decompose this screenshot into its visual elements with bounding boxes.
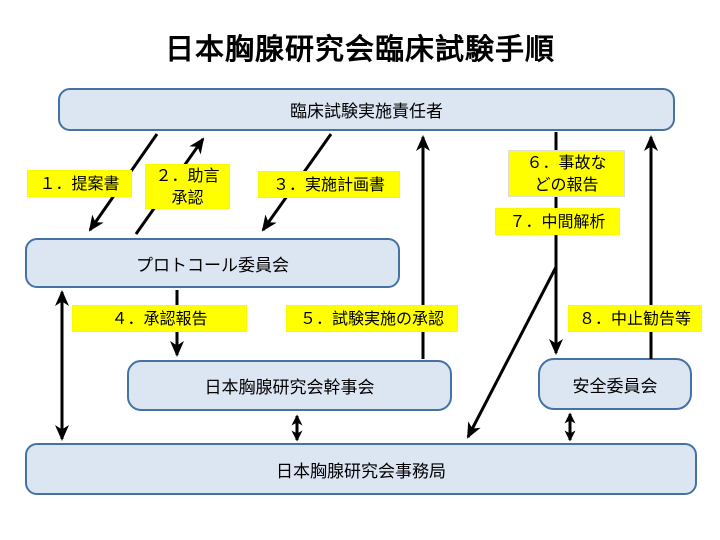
box-steering-committee: 日本胸腺研究会幹事会 <box>127 360 452 411</box>
arrow-secretariat-branch <box>466 266 558 439</box>
box-safety-committee: 安全委員会 <box>538 358 692 410</box>
flow-label-step4: ４．承認報告 <box>72 305 247 332</box>
flow-label-step8: ８．中止勧告等 <box>568 305 702 332</box>
flow-label-step7: ７．中間解析 <box>495 208 620 235</box>
box-principal-investigator: 臨床試験実施責任者 <box>58 88 675 131</box>
flow-label-step5: ５．試験実施の承認 <box>286 305 458 332</box>
flow-label-step6: ６．事故な どの報告 <box>508 150 625 197</box>
flow-label-step3: ３．実施計画書 <box>258 171 400 198</box>
box-protocol-committee: プロトコール委員会 <box>25 238 400 288</box>
page-title: 日本胸腺研究会臨床試験手順 <box>164 32 555 66</box>
box-secretariat: 日本胸腺研究会事務局 <box>25 443 697 495</box>
flow-label-step1: １．提案書 <box>27 170 132 197</box>
flow-label-step2: ２．助言 承認 <box>145 164 230 209</box>
